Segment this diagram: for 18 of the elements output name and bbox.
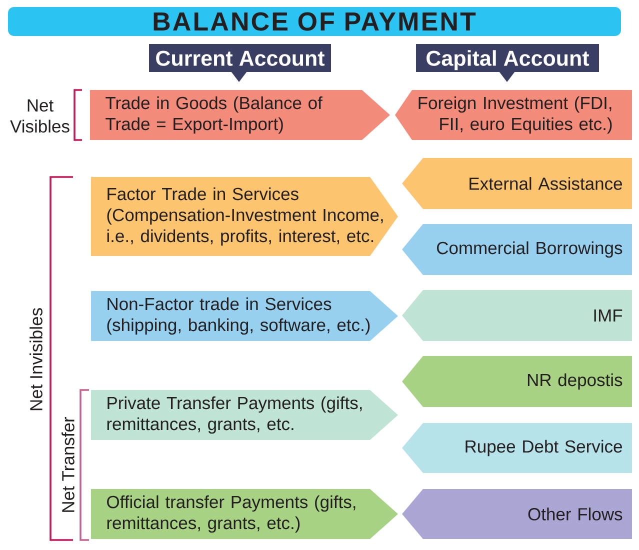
bracket-label: Net Transfer [62, 417, 74, 512]
arrow-box: External Assistance [402, 158, 632, 209]
arrow-box: Factor Trade in Services (Compensation-Investment Income, i.e., dividents, profits, interest, etc. [91, 177, 398, 256]
arrow-box: NR depostis [402, 356, 632, 407]
arrow-box: Private Transfer Payments (gifts, remittances, grants, etc. [91, 390, 398, 440]
arrow-box: Trade in Goods (Balance of Trade = Export-Import) [90, 90, 390, 140]
callout-box: Current Account [149, 44, 331, 82]
arrow-box: IMF [402, 290, 632, 341]
bracket-label: Net Invisibles [30, 308, 42, 410]
callout-box: Capital Account [416, 44, 599, 82]
arrow-box: Foreign Investment (FDI, FII, euro Equities etc.) [395, 90, 632, 140]
arrow-box: Official transfer Payments (gifts, remittances, grants, etc.) [91, 489, 398, 539]
arrow-box: Commercial Borrowings [402, 224, 632, 275]
arrow-box: Other Flows [402, 489, 632, 539]
bracket-label: Net Visibles [10, 99, 70, 133]
arrow-box: Non-Factor trade in Services (shipping, banking, software, etc.) [91, 291, 398, 341]
arrow-box: Rupee Debt Service [402, 423, 632, 473]
title-banner: BALANCE OF PAYMENT [8, 7, 621, 36]
